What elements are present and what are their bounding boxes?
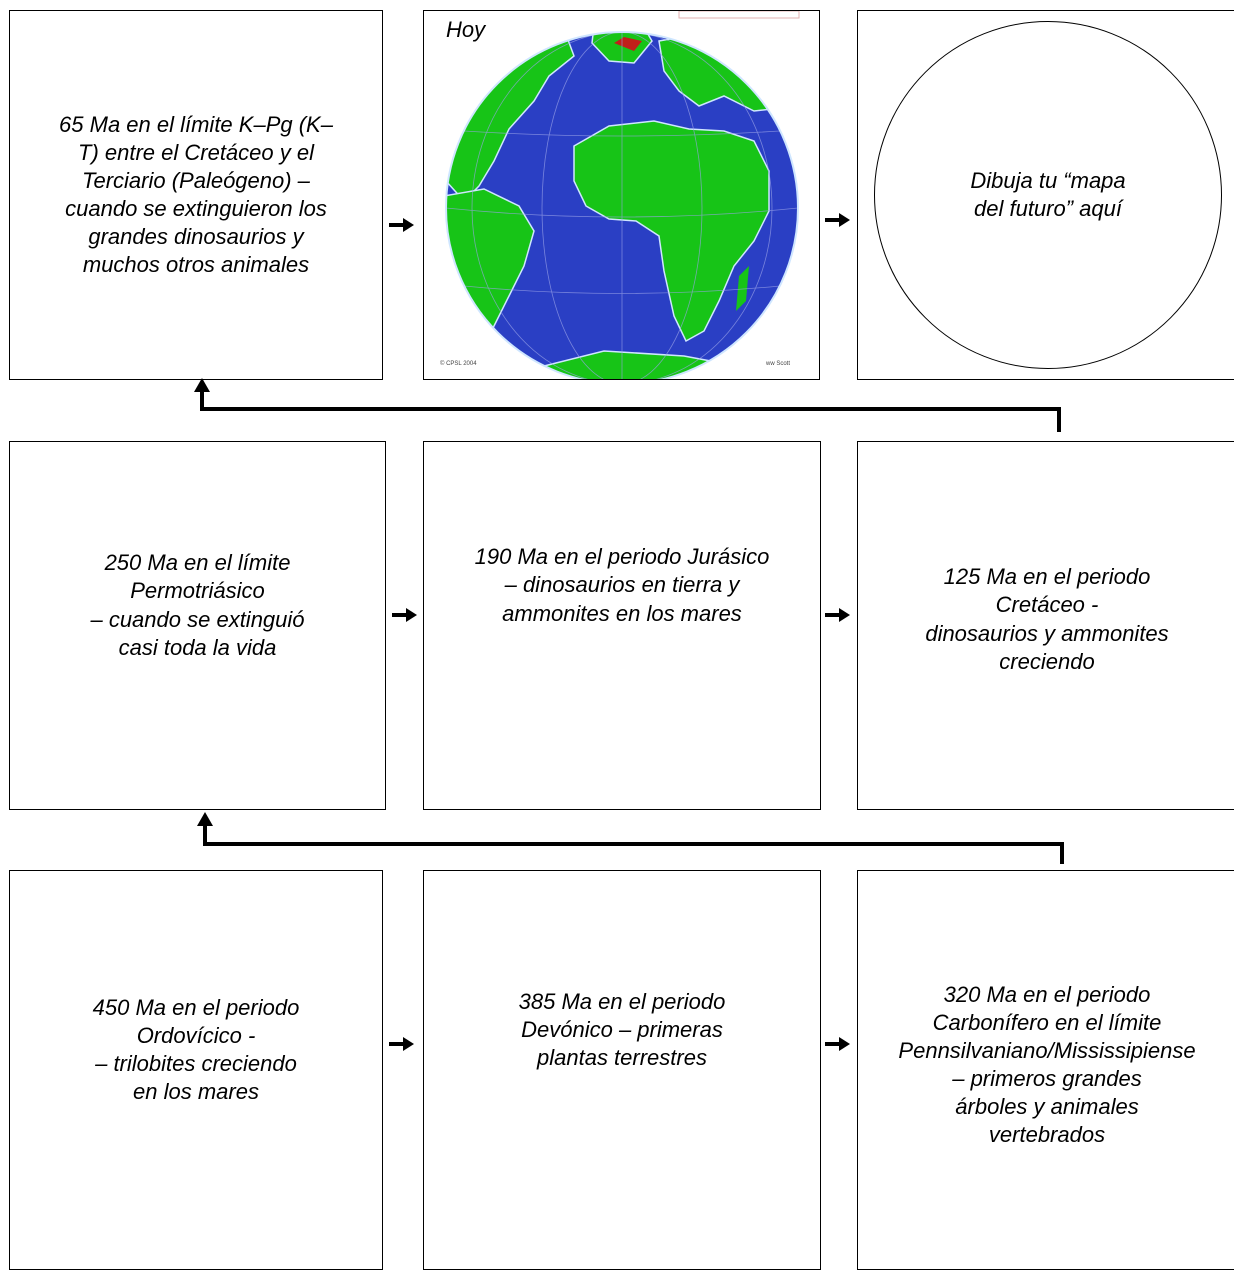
red-highlight <box>614 37 642 51</box>
arrow-right-row2-a <box>392 608 417 622</box>
globe-credit-right: ww Scott <box>766 361 791 367</box>
arrow-right-row2-b <box>825 608 850 622</box>
permotriassic-text: 250 Ma en el límite Permotriásico – cuan… <box>90 550 305 660</box>
box-devonian: 385 Ma en el periodo Devónico – primeras… <box>423 870 821 1270</box>
cretaceous-text: 125 Ma en el periodo Cretáceo - dinosaur… <box>925 564 1169 674</box>
land-madagascar <box>736 266 749 311</box>
k-pg-text: 65 Ma en el límite K–Pg (K– T) entre el … <box>59 111 333 278</box>
arrow-right-row3-a <box>389 1037 414 1051</box>
box-ordovician: 450 Ma en el periodo Ordovícico - – tril… <box>9 870 383 1270</box>
devonian-text: 385 Ma en el periodo Devónico – primeras… <box>518 988 726 1071</box>
return-arrowhead-lower <box>197 812 213 826</box>
jurassic-text: 190 Ma en el periodo Jurásico – dinosaur… <box>474 544 770 626</box>
return-connector-lower <box>203 824 1064 864</box>
box-cretaceous: 125 Ma en el periodo Cretáceo - dinosaur… <box>857 441 1234 810</box>
carboniferous-text: 320 Ma en el periodo Carbonífero en el l… <box>898 981 1196 1148</box>
globe-credit-left: © CPSL 2004 <box>440 361 477 367</box>
arrow-right-row1-b <box>825 213 850 227</box>
land-africa <box>573 120 770 343</box>
box-future-map: Dibuja tu “mapa del futuro” aquí <box>857 10 1234 380</box>
box-carboniferous: 320 Ma en el periodo Carbonífero en el l… <box>857 870 1234 1270</box>
box-today-globe: Hoy © CPSL 2004 ww Scott <box>423 10 820 380</box>
future-map-text: Dibuja tu “mapa del futuro” aquí <box>970 167 1126 221</box>
box-permotriassic: 250 Ma en el límite Permotriásico – cuan… <box>9 441 386 810</box>
ordovician-text: 450 Ma en el periodo Ordovícico - – tril… <box>92 994 300 1105</box>
future-map-circle[interactable]: Dibuja tu “mapa del futuro” aquí <box>874 21 1222 369</box>
return-arrowhead-upper <box>194 378 210 392</box>
box-jurassic: 190 Ma en el periodo Jurásico – dinosaur… <box>423 441 821 810</box>
return-connector-upper <box>200 390 1061 432</box>
arrow-right-row3-b <box>825 1037 850 1051</box>
arrow-right-row1-a <box>389 218 414 232</box>
globe-map-image <box>445 11 800 379</box>
today-label: Hoy <box>446 17 486 42</box>
box-k-pg-boundary: 65 Ma en el límite K–Pg (K– T) entre el … <box>9 10 383 380</box>
